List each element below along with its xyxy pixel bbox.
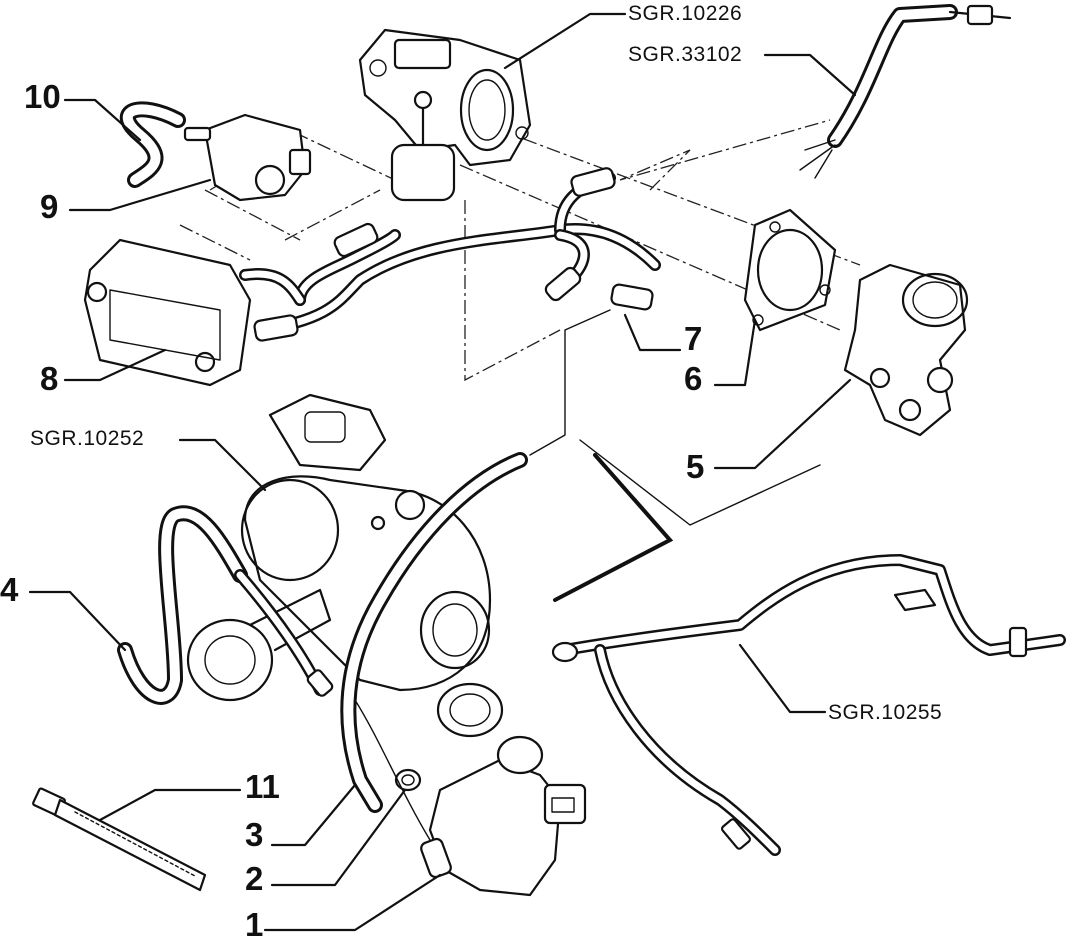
- part-label-4: 4: [0, 571, 19, 608]
- part-label-9: 9: [40, 188, 59, 225]
- reference-brackets: [529, 309, 821, 602]
- coolant-pipe: [551, 554, 1066, 856]
- part-label-1: 1: [245, 906, 264, 940]
- part-label-10: 10: [24, 78, 61, 115]
- cable-tie: [32, 787, 207, 892]
- ref-label-sgr-10252: SGR.10252: [30, 427, 145, 450]
- solenoid-valve-upper: [119, 101, 312, 202]
- sensor-cable: [799, 4, 1012, 179]
- throttle-body: [358, 28, 532, 202]
- ref-label-sgr-10255: SGR.10255: [828, 701, 943, 724]
- control-module: [83, 238, 252, 387]
- part-label-11: 11: [245, 768, 280, 805]
- gasket: [743, 208, 837, 332]
- part-label-6: 6: [684, 360, 703, 397]
- leader-lines: [28, 12, 857, 932]
- egr-valve: [843, 263, 969, 437]
- vacuum-pipes: [239, 167, 661, 342]
- ref-label-sgr-10226: SGR.10226: [628, 2, 743, 25]
- part-label-8: 8: [40, 360, 59, 397]
- ref-label-sgr-33102: SGR.33102: [628, 43, 743, 66]
- solenoid-valve-lower: [354, 699, 587, 897]
- part-label-3: 3: [245, 816, 264, 853]
- part-label-5: 5: [686, 448, 705, 485]
- hose-4: [117, 505, 334, 705]
- part-label-7: 7: [684, 320, 703, 357]
- part-label-2: 2: [245, 860, 264, 897]
- hose-3: [340, 452, 528, 813]
